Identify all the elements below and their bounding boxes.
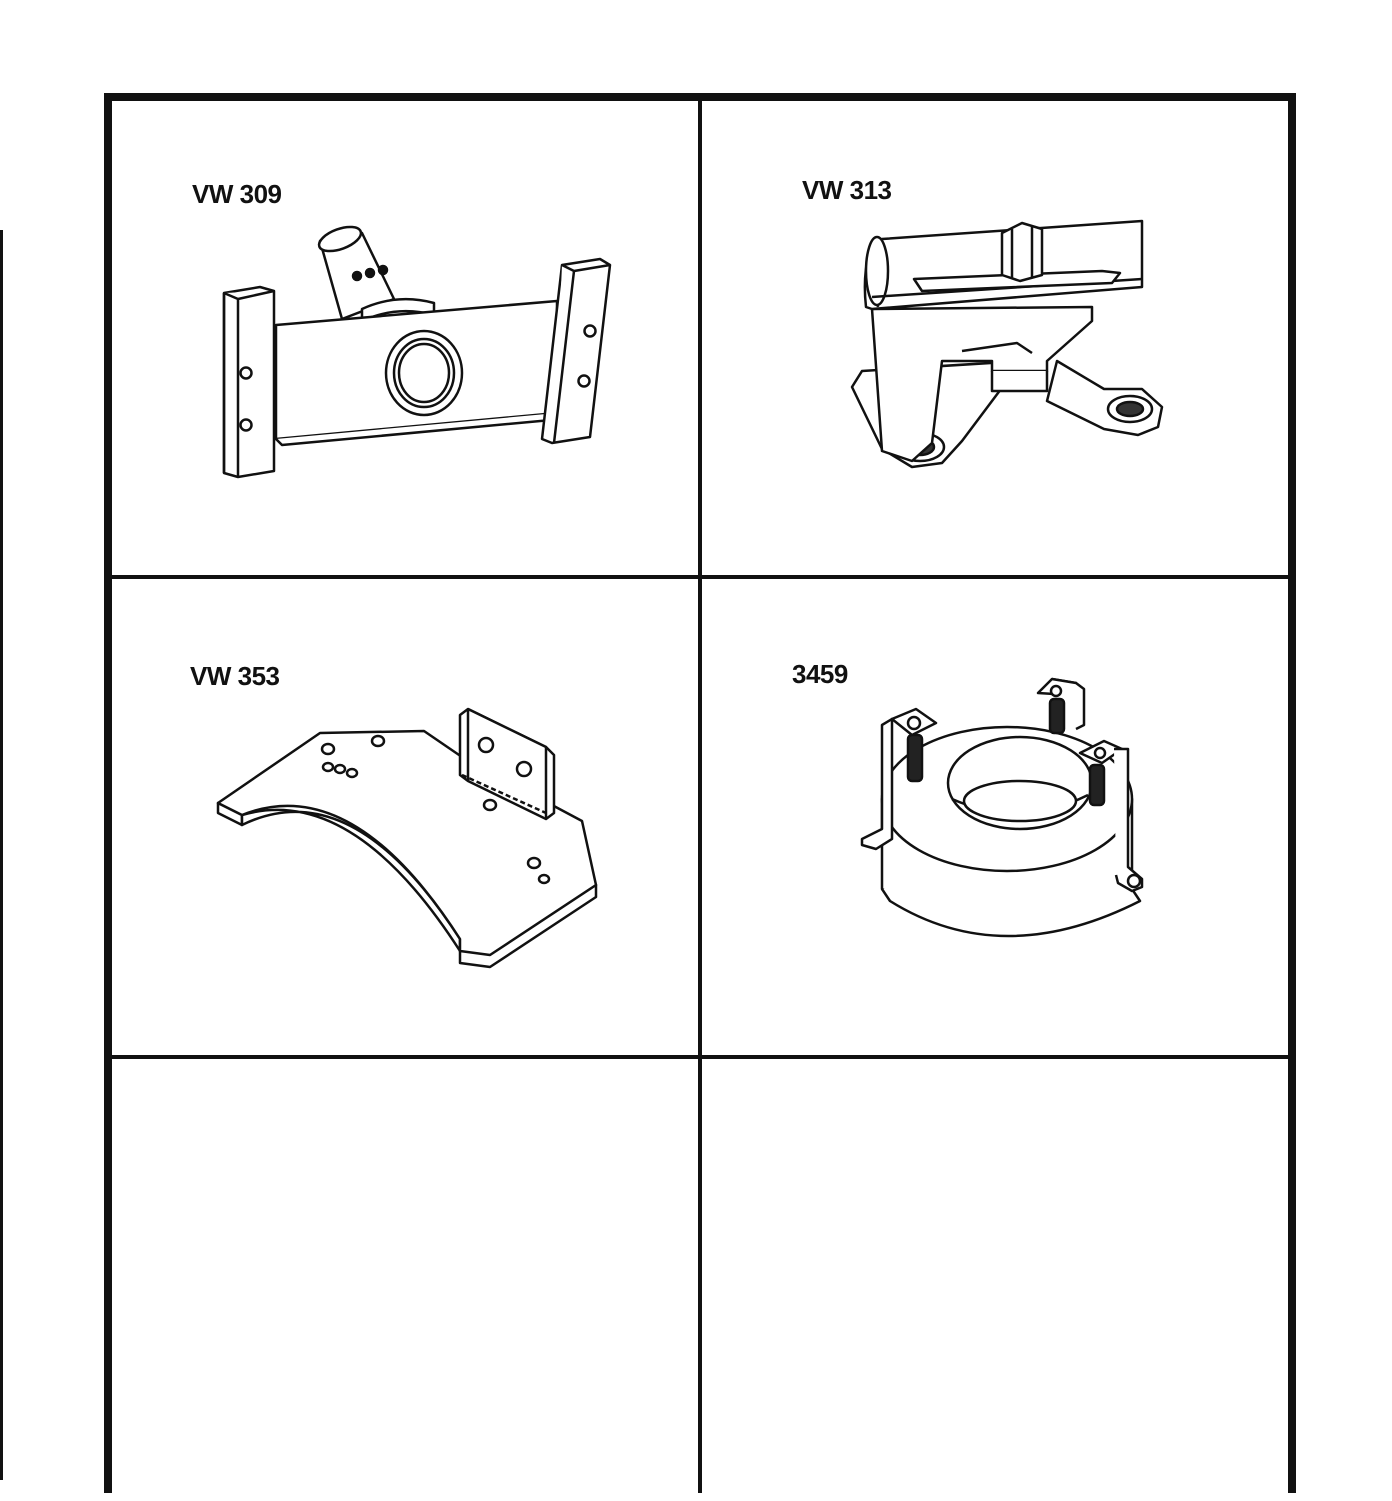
tool-table: VW 309: [104, 93, 1296, 1493]
empty-cell: [702, 1059, 1288, 1501]
row-divider: [112, 575, 1288, 579]
tool-label: VW 309: [192, 179, 282, 209]
vw-353-tool-icon: [212, 701, 612, 981]
tool-cell-3459: 3459: [702, 579, 1288, 1055]
vw-313-tool-icon: [842, 211, 1212, 491]
tool-label: VW 313: [802, 175, 892, 205]
tool-cell-vw-313: VW 313: [702, 101, 1288, 575]
3459-tool-icon: [852, 679, 1172, 969]
page-edge-mark: [0, 230, 3, 1480]
tool-cell-vw-353: VW 353: [112, 579, 698, 1055]
row-divider: [112, 1055, 1288, 1059]
column-divider: [698, 101, 702, 1493]
tool-label: 3459: [792, 659, 848, 689]
vw-309-tool-icon: [212, 221, 632, 501]
tool-cell-vw-309: VW 309: [112, 101, 698, 575]
tool-label: VW 353: [190, 661, 280, 691]
empty-cell: [112, 1059, 698, 1501]
